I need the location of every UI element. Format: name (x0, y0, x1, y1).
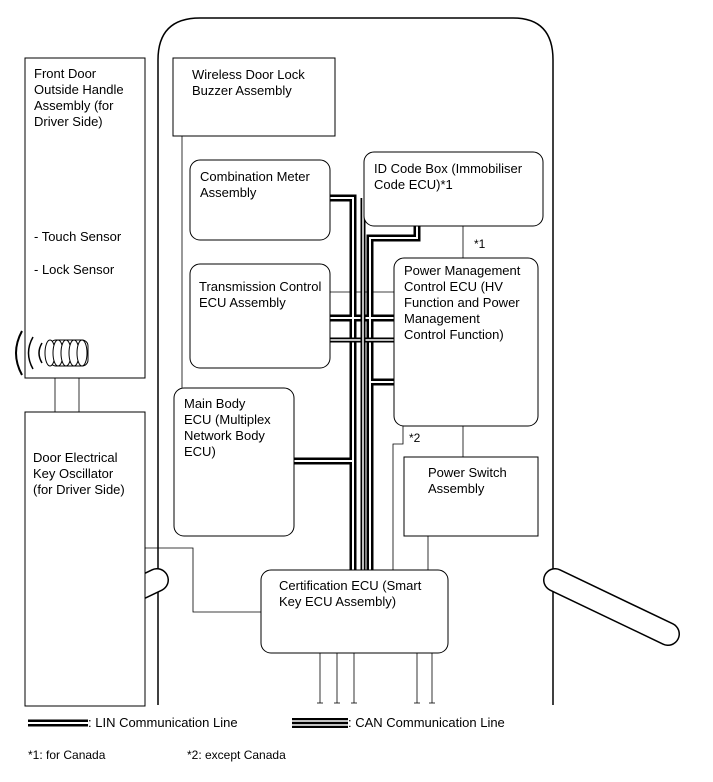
main-body-ecu-label: Main Body ECU (Multiplex Network Body EC… (184, 396, 271, 459)
lock-sensor-label: - Lock Sensor (34, 262, 115, 277)
wireless-buzzer-box (172, 57, 336, 137)
door-oscillator-label: Door Electrical Key Oscillator (for Driv… (33, 450, 125, 497)
note-star2: *2 (409, 431, 421, 445)
lin-bus-line (330, 198, 394, 570)
legend-can-label: : CAN Communication Line (348, 715, 505, 730)
footnote-canada: *1: for Canada (28, 748, 106, 762)
legend-lin-label: : LIN Communication Line (88, 715, 238, 730)
signal-waves-icon (15, 330, 43, 376)
id-code-box (363, 151, 544, 227)
wiring-lines (54, 136, 464, 703)
combination-meter-box (189, 159, 331, 241)
certification-ecu-label: Certification ECU (Smart Key ECU Assembl… (279, 578, 422, 609)
transmission-ecu-box (189, 263, 331, 369)
legend-can-symbol (292, 718, 348, 728)
front-door-handle-label: Front Door Outside Handle Assembly (for … (34, 66, 124, 129)
footnote-except-canada: *2: except Canada (187, 748, 286, 762)
vehicle-body-outline (157, 17, 554, 705)
power-mgmt-ecu-box (393, 257, 539, 427)
antenna-coil-icon (44, 339, 89, 367)
certification-ecu-box (260, 569, 449, 654)
can-bus-lines (294, 194, 421, 570)
main-body-ecu-box (173, 387, 295, 537)
front-door-handle-box (24, 57, 146, 379)
right-mirror (543, 568, 680, 646)
power-switch-label: Power Switch Assembly (428, 465, 507, 496)
id-code-box-label: ID Code Box (Immobiliser Code ECU)*1 (374, 161, 523, 192)
combination-meter-label: Combination Meter Assembly (200, 169, 310, 200)
power-mgmt-ecu-label: Power Management Control ECU (HV Functio… (404, 263, 521, 342)
note-star1: *1 (474, 237, 486, 251)
power-switch-box (403, 456, 539, 537)
wireless-buzzer-label: Wireless Door Lock Buzzer Assembly (192, 67, 305, 98)
door-oscillator-box (24, 411, 146, 707)
transmission-ecu-label: Transmission Control ECU Assembly (199, 279, 322, 310)
touch-sensor-label: - Touch Sensor (34, 229, 122, 244)
